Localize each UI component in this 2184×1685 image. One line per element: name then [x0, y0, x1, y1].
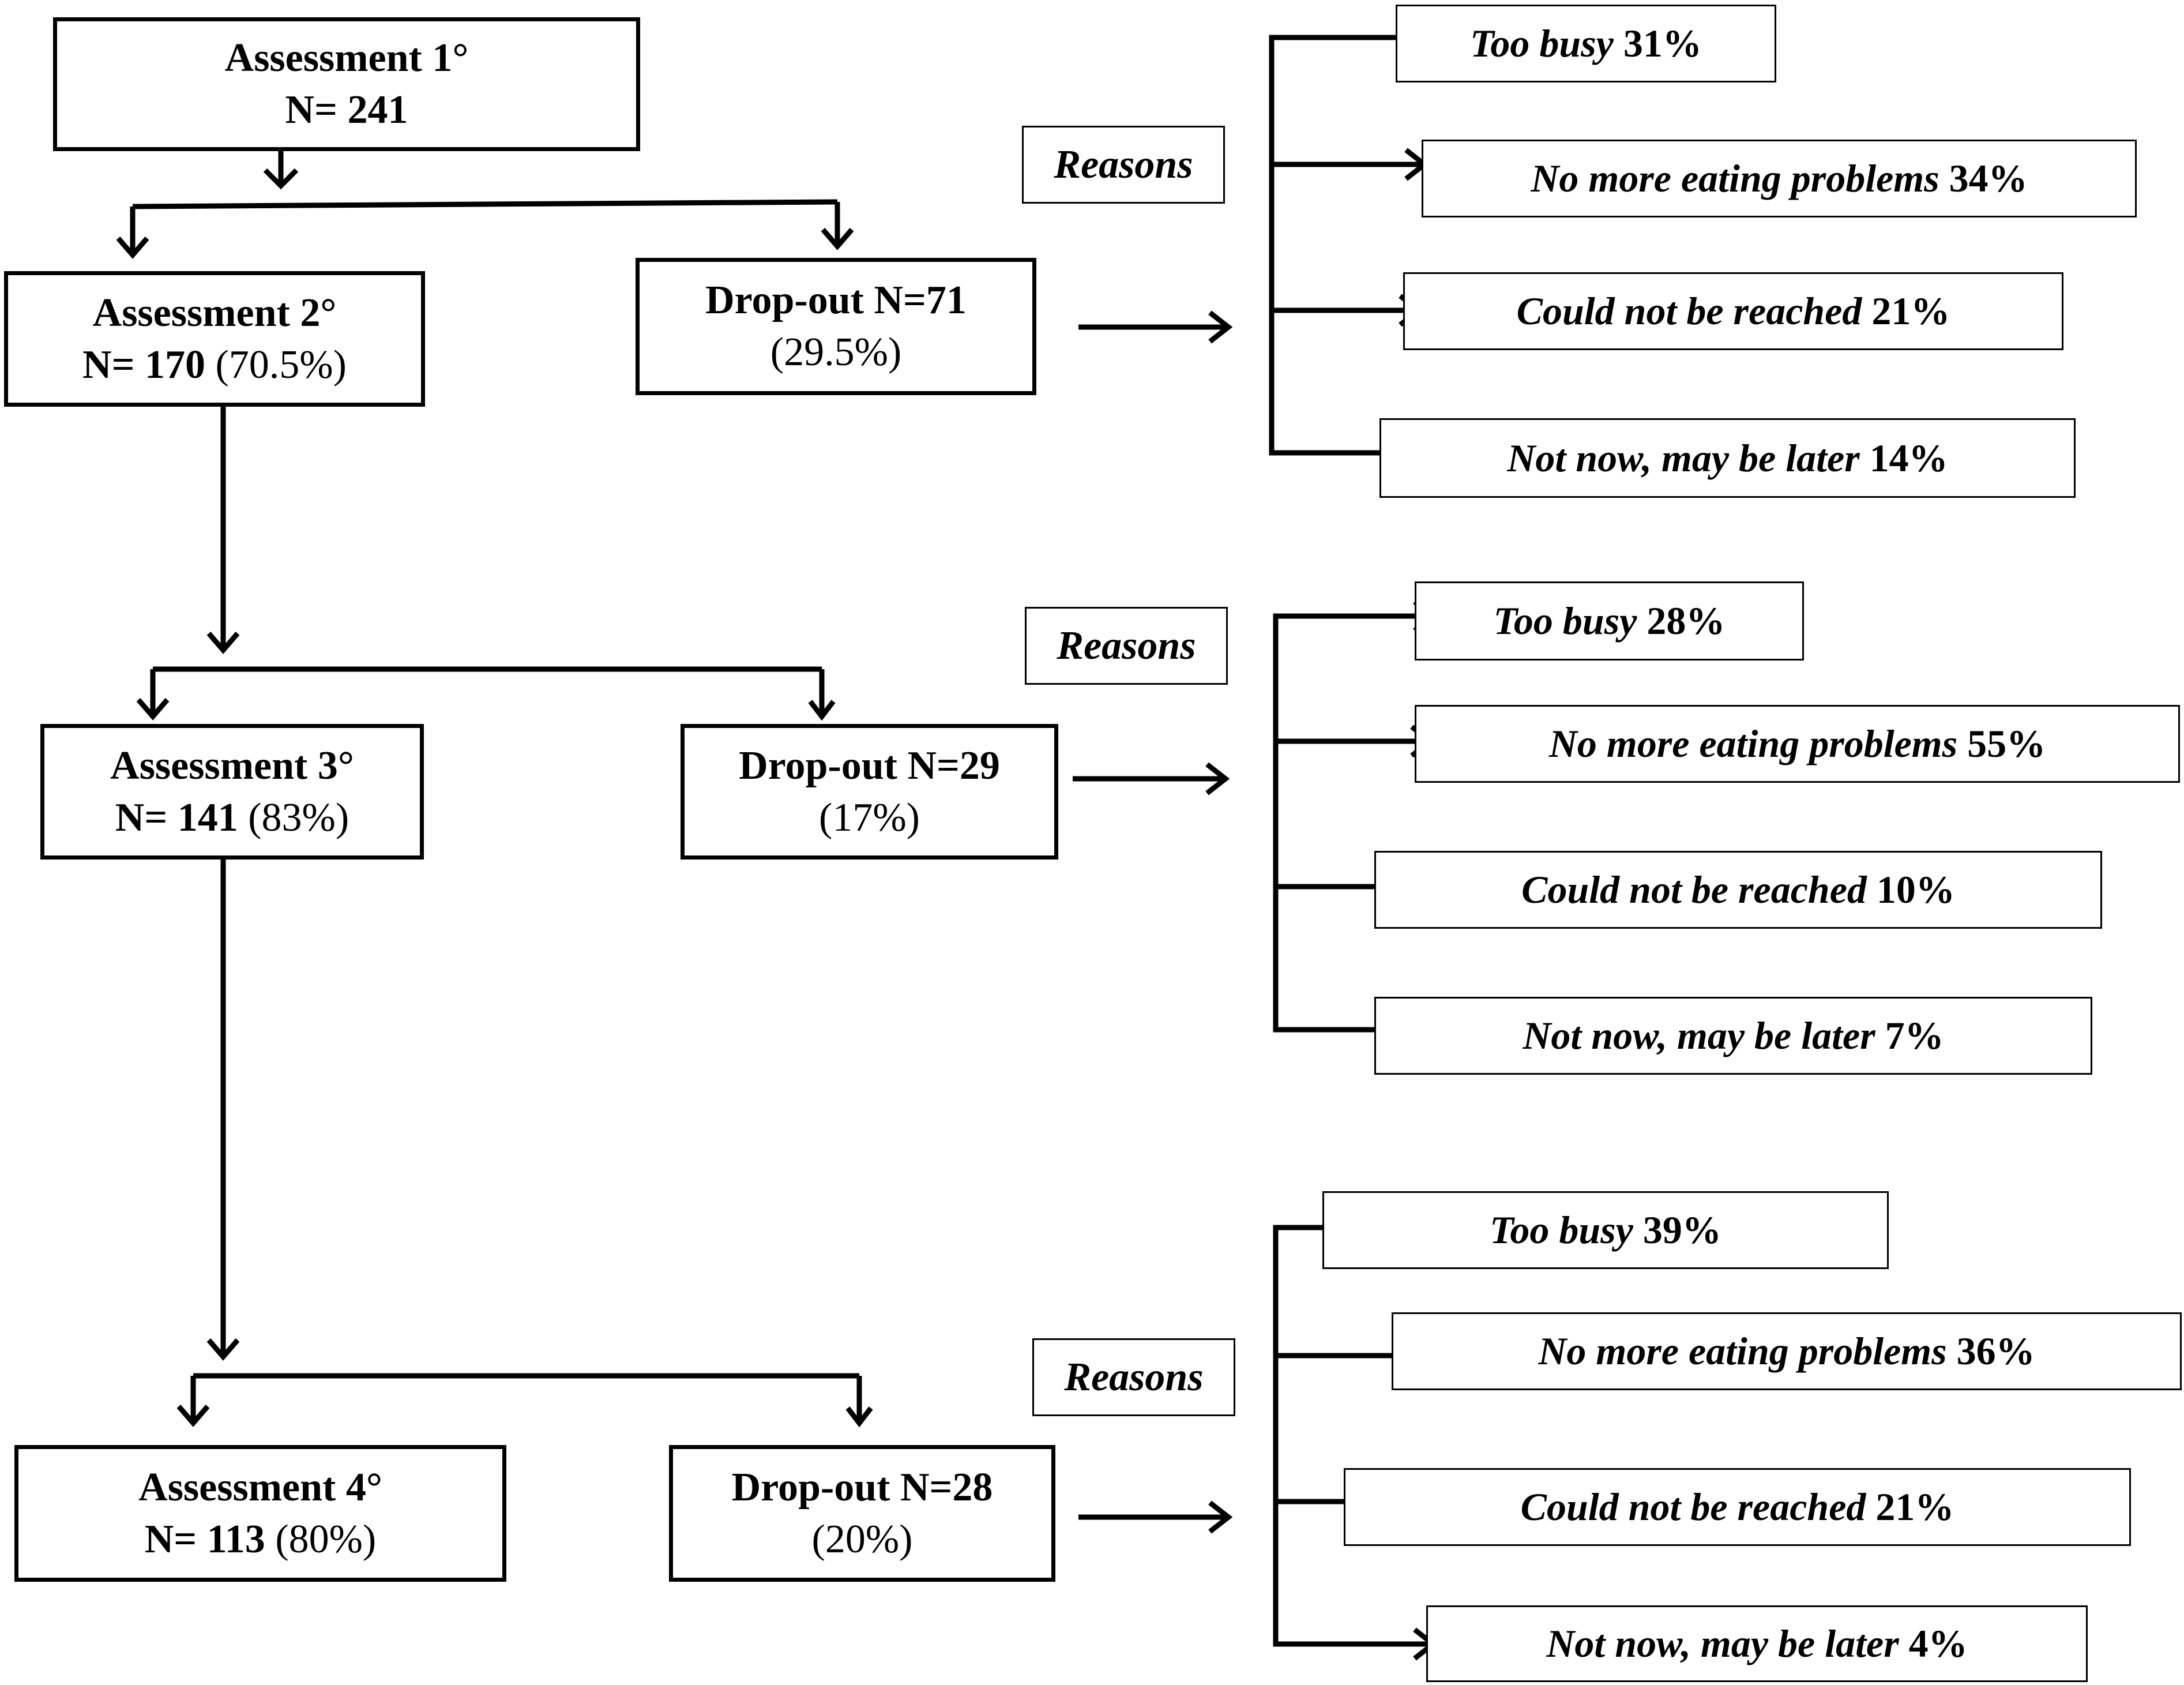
reason-label: Could not be reached	[1516, 289, 1862, 333]
reason-label: No more eating problems	[1538, 1329, 1947, 1373]
reason-label: Too busy	[1493, 599, 1637, 643]
assessment-3-box: Assessment 3° N= 141 (83%)	[40, 724, 424, 860]
assessment-3-title: Assessment 3°	[110, 743, 354, 788]
reason-percent: 7%	[1885, 1014, 1944, 1057]
reason-too-busy-3: Too busy 39%	[1322, 1191, 1889, 1269]
dropout-3-box: Drop-out N=28 (20%)	[669, 1445, 1055, 1582]
arrowhead	[263, 168, 299, 190]
assessment-2-box: Assessment 2° N= 170 (70.5%)	[4, 271, 425, 407]
assessment-1-box: Assessment 1° N= 241	[53, 17, 640, 151]
reason-could-not-be-reached-3: Could not be reached 21%	[1344, 1468, 2131, 1546]
assessment-3-pct: (83%)	[248, 795, 349, 840]
reason-percent: 39%	[1642, 1208, 1721, 1252]
reasons-bracket-2	[1273, 613, 1433, 1033]
reason-too-busy-1: Too busy 31%	[1396, 5, 1776, 82]
dropout-1-box: Drop-out N=71 (29.5%)	[636, 258, 1036, 395]
arrowhead	[1205, 762, 1230, 795]
assessment-1-title: Assessment 1°	[224, 36, 469, 81]
reason-no-more-eating-problems-1: No more eating problems 34%	[1422, 140, 2137, 217]
reason-percent: 10%	[1876, 868, 1955, 911]
assessment-3-count: N= 141	[115, 795, 249, 840]
reason-no-more-eating-problems-2: No more eating problems 55%	[1415, 705, 2180, 783]
reason-label: Too busy	[1470, 21, 1614, 65]
assessment-2-pct: (70.5%)	[205, 342, 347, 387]
reasons-label-2: Reasons	[1025, 607, 1228, 685]
dropout-1-title: Drop-out N=71	[705, 278, 967, 323]
assessment-2-title: Assessment 2°	[92, 290, 337, 335]
assessment-4-pct: (80%)	[275, 1517, 377, 1562]
assessment-2-count: N= 170	[82, 342, 205, 387]
reason-could-not-be-reached-1: Could not be reached 21%	[1403, 272, 2063, 350]
dropout-1-pct: (29.5%)	[770, 330, 902, 374]
arrowhead	[808, 700, 836, 721]
reasons-bracket-1	[1269, 35, 1427, 456]
arrowhead	[845, 1406, 873, 1428]
reason-too-busy-2: Too busy 28%	[1415, 581, 1804, 661]
reason-percent: 14%	[1869, 436, 1948, 480]
reason-label: Could not be reached	[1521, 868, 1867, 911]
reasons-label-1: Reasons	[1022, 126, 1225, 204]
arrowhead	[1208, 1500, 1233, 1534]
reason-label: Not now, may be later	[1507, 436, 1860, 480]
assessment-3-count-line: N= 141 (83%)	[115, 792, 349, 844]
reason-label: No more eating problems	[1531, 156, 1939, 200]
reason-no-more-eating-problems-3: No more eating problems 36%	[1392, 1312, 2182, 1390]
arrowhead	[1208, 310, 1233, 344]
dropout-2-box: Drop-out N=29 (17%)	[681, 724, 1058, 860]
split-bar-1	[132, 199, 838, 209]
dropout-3-pct: (20%)	[811, 1517, 913, 1562]
reason-not-now-3: Not now, may be later 4%	[1426, 1605, 2088, 1682]
arrowhead	[206, 1338, 240, 1361]
reason-percent: 34%	[1949, 156, 2028, 200]
dropout-3-title: Drop-out N=28	[731, 1465, 993, 1510]
assessment-1-count: N= 241	[285, 88, 408, 132]
reason-label: Too busy	[1490, 1208, 1633, 1252]
assessment-4-count: N= 113	[144, 1517, 276, 1562]
reason-label: Not now, may be later	[1523, 1014, 1875, 1057]
assessment-2-count-line: N= 170 (70.5%)	[82, 339, 347, 391]
arrowhead	[136, 698, 170, 720]
reason-not-now-2: Not now, may be later 7%	[1374, 997, 2092, 1075]
reason-label: No more eating problems	[1548, 722, 1958, 765]
reason-percent: 55%	[1967, 722, 2046, 765]
reason-percent: 21%	[1875, 1485, 1954, 1529]
reason-percent: 21%	[1871, 289, 1950, 333]
reason-percent: 28%	[1647, 599, 1726, 643]
reasons-bracket-3	[1273, 1225, 1433, 1647]
reason-label: Not now, may be later	[1546, 1622, 1899, 1665]
arrowhead	[821, 228, 854, 250]
assessment-4-count-line: N= 113 (80%)	[145, 1514, 377, 1566]
dropout-2-pct: (17%)	[819, 795, 920, 840]
arrowhead	[206, 632, 240, 654]
reason-percent: 4%	[1908, 1622, 1968, 1665]
assessment-4-title: Assessment 4°	[138, 1465, 382, 1510]
arrowhead	[116, 237, 149, 259]
reason-could-not-be-reached-2: Could not be reached 10%	[1374, 851, 2102, 929]
arrowhead	[176, 1405, 210, 1427]
reason-label: Could not be reached	[1520, 1485, 1866, 1529]
reason-percent: 31%	[1623, 21, 1702, 65]
dropout-2-title: Drop-out N=29	[739, 743, 1000, 788]
reason-percent: 36%	[1956, 1329, 2035, 1373]
reason-not-now-1: Not now, may be later 14%	[1379, 418, 2076, 498]
reasons-label-3: Reasons	[1032, 1338, 1235, 1416]
assessment-4-box: Assessment 4° N= 113 (80%)	[14, 1445, 506, 1582]
